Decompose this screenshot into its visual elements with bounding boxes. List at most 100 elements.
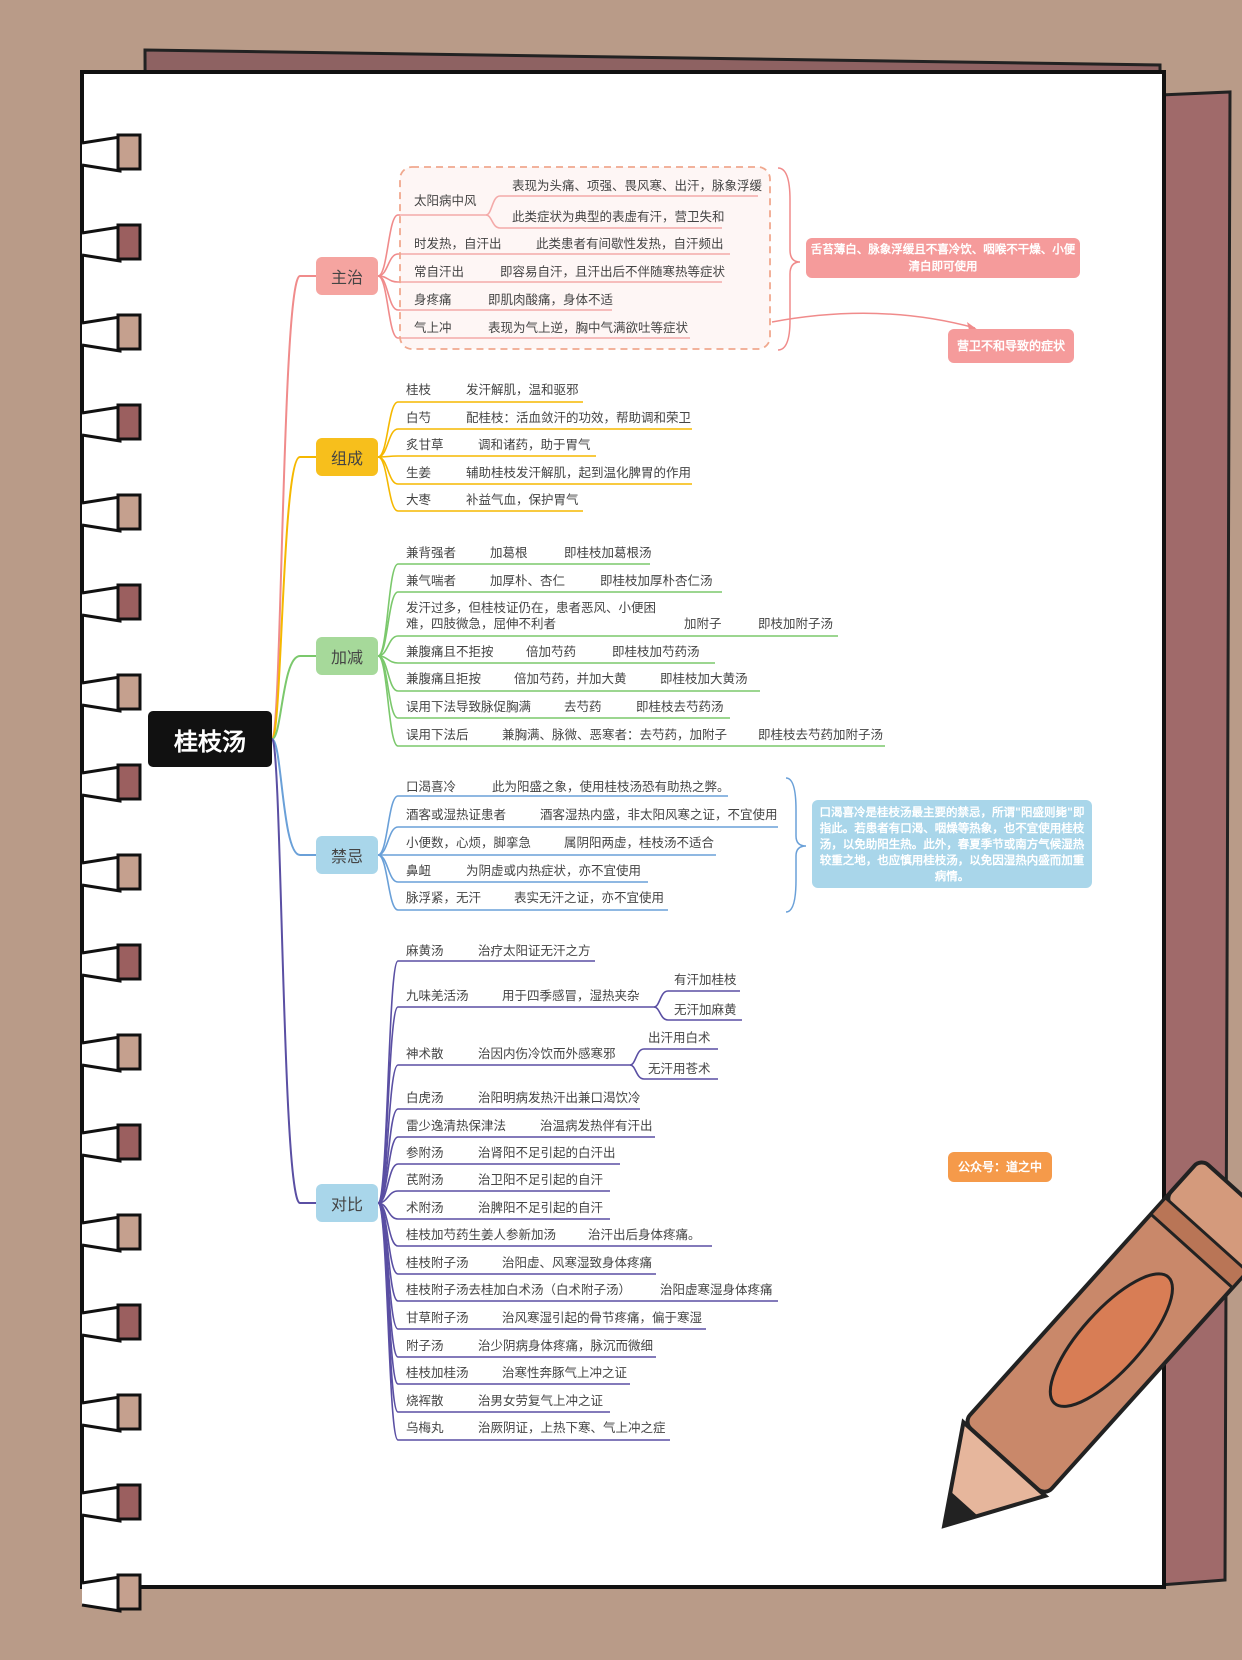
jiajian-r6b: 去芍药 xyxy=(564,699,602,714)
duibi-row-b: 治厥阴证，上热下寒、气上冲之症 xyxy=(478,1420,666,1435)
duibi-row-a: 术附汤 xyxy=(406,1200,444,1215)
zucheng-item-a: 大枣 xyxy=(406,492,432,507)
jinji-note: 口渴喜冷是桂枝汤最主要的禁忌，所谓"阳盛则毙"即指此。若患者有口渴、咽燥等热象，… xyxy=(812,800,1092,888)
duibi-row-a: 桂枝附子汤 xyxy=(406,1255,469,1270)
jinji-row-b: 表实无汗之证，亦不宜使用 xyxy=(514,890,665,905)
zucheng-item-b: 配桂枝：活血敛汗的功效，帮助调和荣卫 xyxy=(466,410,692,425)
duibi-row-b: 治寒性奔豚气上冲之证 xyxy=(502,1365,628,1380)
jinji-row-a: 小便数，心烦，脚挛急 xyxy=(406,835,532,850)
jinji-row-b: 为阴虚或内热症状，亦不宜使用 xyxy=(466,863,642,878)
jiajian-r4b: 倍加芍药 xyxy=(526,644,577,659)
jiajian-r5c: 即桂枝加大黄汤 xyxy=(660,671,748,686)
spiral-ring-tab xyxy=(116,1573,142,1611)
jinji-row-b: 此为阳盛之象，使用桂枝汤恐有助热之弊。 xyxy=(492,779,730,794)
zucheng-item-a: 炙甘草 xyxy=(406,437,444,452)
duibi-row-b: 治肾阳不足引起的白汗出 xyxy=(478,1145,616,1160)
jiajian-r3b: 加附子 xyxy=(684,616,722,631)
jiajian-r7c: 即桂枝去芍药加附子汤 xyxy=(758,727,884,742)
duibi-row-b: 治阳虚、风寒湿致身体疼痛 xyxy=(502,1255,653,1270)
zhuzhi-note-usage: 舌苔薄白、脉象浮缓且不喜冷饮、咽喉不干燥、小便清白即可使用 xyxy=(806,238,1080,278)
wechat-badge: 公众号：道之中 xyxy=(948,1152,1052,1182)
duibi-row-a: 白虎汤 xyxy=(406,1090,444,1105)
zucheng-item-b: 发汗解肌，温和驱邪 xyxy=(466,382,579,397)
zucheng-item-a: 桂枝 xyxy=(406,382,432,397)
spiral-ring-tab xyxy=(116,493,142,531)
spiral-ring-tab xyxy=(116,763,142,801)
zhuzhi-r6a: 气上冲 xyxy=(414,320,452,335)
duibi-row-b: 治少阴病身体疼痛，脉沉而微细 xyxy=(478,1338,654,1353)
jiajian-r4a: 兼腹痛且不拒按 xyxy=(406,644,494,659)
zhuzhi-dashed-group xyxy=(399,166,771,350)
duibi-row-a: 附子汤 xyxy=(406,1338,444,1353)
duibi-row-b: 治温病发热伴有汗出 xyxy=(540,1118,653,1133)
duibi-row-a: 桂枝附子汤去桂加白术汤（白术附子汤） xyxy=(406,1282,632,1297)
duibi-row-a: 甘草附子汤 xyxy=(406,1310,469,1325)
duibi-row-a: 乌梅丸 xyxy=(406,1420,444,1435)
category-zhuzhi: 主治 xyxy=(316,257,378,295)
spiral-ring-tab xyxy=(116,673,142,711)
duibi-row-a: 桂枝加桂汤 xyxy=(406,1365,469,1380)
jiajian-r5b: 倍加芍药，并加大黄 xyxy=(514,671,627,686)
duibi-row-a: 芪附汤 xyxy=(406,1172,444,1187)
pencil-icon xyxy=(941,1160,1242,1529)
spiral-ring-tab xyxy=(116,1483,142,1521)
spiral-ring-tab xyxy=(116,1123,142,1161)
duibi-row-b: 治阳虚寒湿身体疼痛 xyxy=(660,1282,773,1297)
jinji-row-a: 口渴喜冷 xyxy=(406,779,457,794)
jiajian-r4c: 即桂枝加芍药汤 xyxy=(612,644,700,659)
spiral-ring-tab xyxy=(116,583,142,621)
jinji-row-b: 酒客湿热内盛，非太阳风寒之证，不宜使用 xyxy=(540,807,778,822)
duibi-jiuwei-c2: 无汗加麻黄 xyxy=(674,1002,737,1017)
duibi-row-b: 治男女劳复气上冲之证 xyxy=(478,1393,604,1408)
spiral-ring-tab xyxy=(116,1303,142,1341)
jiajian-r2a: 兼气喘者 xyxy=(406,573,457,588)
category-zucheng: 组成 xyxy=(316,438,378,476)
zhuzhi-sub2: 此类症状为典型的表虚有汗，营卫失和 xyxy=(512,209,725,224)
duibi-row-b: 治汗出后身体疼痛。 xyxy=(588,1227,701,1242)
duibi-shenzhu-c1: 出汗用白术 xyxy=(648,1030,711,1045)
jinji-row-a: 鼻衄 xyxy=(406,863,432,878)
spiral-ring-tab xyxy=(116,313,142,351)
jinji-row-a: 脉浮紧，无汗 xyxy=(406,890,482,905)
zhuzhi-taiyang: 太阳病中风 xyxy=(414,193,477,208)
jiajian-r7b: 兼胸满、脉微、恶寒者：去芍药，加附子 xyxy=(502,727,728,742)
category-duibi: 对比 xyxy=(316,1184,378,1222)
duibi-shenzhu-b: 治因内伤冷饮而外感寒邪 xyxy=(478,1046,616,1061)
spiral-ring-tab xyxy=(116,1033,142,1071)
zhuzhi-r3a: 时发热，自汗出 xyxy=(414,236,502,251)
zhuzhi-r4b: 即容易自汗，且汗出后不伴随寒热等症状 xyxy=(500,264,726,279)
duibi-mahuang-a: 麻黄汤 xyxy=(406,943,444,958)
duibi-row-b: 治脾阳不足引起的自汗 xyxy=(478,1200,604,1215)
zucheng-item-b: 辅助桂枝发汗解肌，起到温化脾胃的作用 xyxy=(466,465,692,480)
spiral-ring-tab xyxy=(116,1393,142,1431)
duibi-row-a: 参附汤 xyxy=(406,1145,444,1160)
duibi-row-b: 治卫阳不足引起的自汗 xyxy=(478,1172,604,1187)
jiajian-r1c: 即桂枝加葛根汤 xyxy=(564,545,652,560)
duibi-row-a: 雷少逸清热保津法 xyxy=(406,1118,507,1133)
spiral-rings xyxy=(81,133,142,1613)
jiajian-r2c: 即桂枝加厚朴杏仁汤 xyxy=(600,573,713,588)
duibi-mahuang-b: 治疗太阳证无汗之方 xyxy=(478,943,591,958)
spiral-ring-tab xyxy=(116,223,142,261)
zucheng-item-a: 生姜 xyxy=(406,465,432,480)
duibi-shenzhu-a: 神术散 xyxy=(406,1046,444,1061)
zhuzhi-sub1: 表现为头痛、项强、畏风寒、出汗，脉象浮缓 xyxy=(512,178,763,193)
duibi-row-b: 治阳明病发热汗出兼口渴饮冷 xyxy=(478,1090,641,1105)
zucheng-item-b: 补益气血，保护胃气 xyxy=(466,492,579,507)
duibi-jiuwei-b: 用于四季感冒，湿热夹杂 xyxy=(502,988,640,1003)
spiral-ring-tab xyxy=(116,403,142,441)
jiajian-r3c: 即枝加附子汤 xyxy=(758,616,834,631)
duibi-shenzhu-c2: 无汗用苍术 xyxy=(648,1061,711,1076)
jiajian-r7a: 误用下法后 xyxy=(406,727,469,742)
jiajian-r3a1: 发汗过多，但桂枝证仍在，患者恶风、小便困 xyxy=(406,600,657,615)
zhuzhi-r3b: 此类患者有间歇性发热，自汗频出 xyxy=(536,236,724,251)
jiajian-r1b: 加葛根 xyxy=(490,545,528,560)
duibi-jiuwei-a: 九味羌活汤 xyxy=(406,988,469,1003)
spiral-ring-tab xyxy=(116,1213,142,1251)
spiral-ring-tab xyxy=(116,853,142,891)
zhuzhi-r5a: 身疼痛 xyxy=(414,292,452,307)
jinji-row-b: 属阴阳两虚，桂枝汤不适合 xyxy=(564,835,715,850)
zhuzhi-note-yingwei: 营卫不和导致的症状 xyxy=(948,329,1074,363)
category-jiajian: 加减 xyxy=(316,637,378,675)
